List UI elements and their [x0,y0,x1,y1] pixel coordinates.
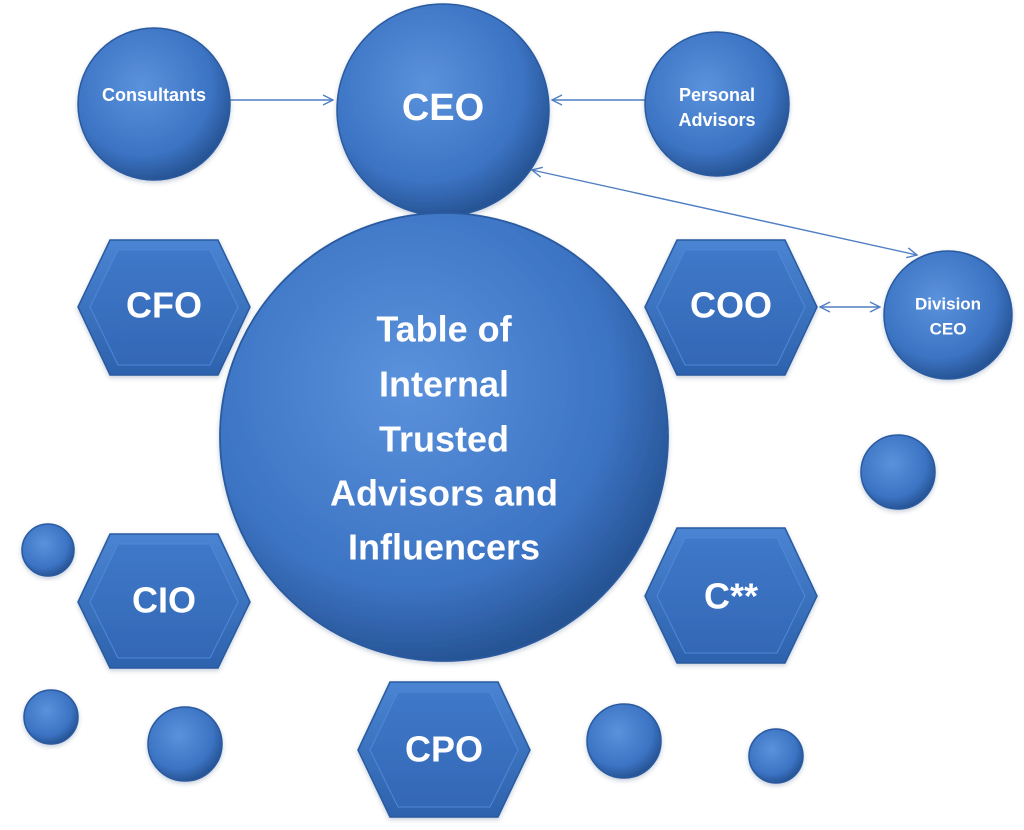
decorative-bubbles [21,434,936,784]
consultants-label: Consultants [102,85,206,105]
center-label-line-1: Table of [376,309,512,350]
connectors [228,100,917,307]
center-label-line-5: Influencers [348,527,540,568]
bubble [147,706,223,782]
cio-label: CIO [132,580,196,621]
c-other-node: C** [644,527,818,664]
cio-node: CIO [77,533,251,669]
ceo-label: CEO [402,87,484,129]
cpo-node: CPO [357,681,531,818]
arrow-icon [532,170,917,255]
bubble [748,728,804,784]
division-ceo-node: Division CEO [883,250,1013,380]
coo-label: COO [690,285,772,326]
bubble [586,703,662,779]
division-ceo-label-line-1: Division [915,294,981,313]
consultants-node: Consultants [77,27,231,181]
personal-advisors-label-line-2: Advisors [678,110,755,130]
cfo-node: CFO [77,239,251,376]
personal-advisors-node: Personal Advisors [644,31,790,177]
center-label-line-2: Internal [379,364,509,405]
center-label-line-4: Advisors and [330,473,558,514]
bubble [860,434,936,510]
c-other-label: C** [704,576,758,617]
cpo-label: CPO [405,729,483,770]
ceo-node: CEO [336,3,550,217]
bubble [21,523,75,577]
division-ceo-label-line-2: CEO [930,319,967,338]
bubble [23,689,79,745]
coo-node: COO [644,239,818,376]
center-node: Table of Internal Trusted Advisors and I… [219,212,669,662]
cfo-label: CFO [126,285,202,326]
center-label-line-3: Trusted [379,419,509,460]
personal-advisors-label-line-1: Personal [679,85,755,105]
